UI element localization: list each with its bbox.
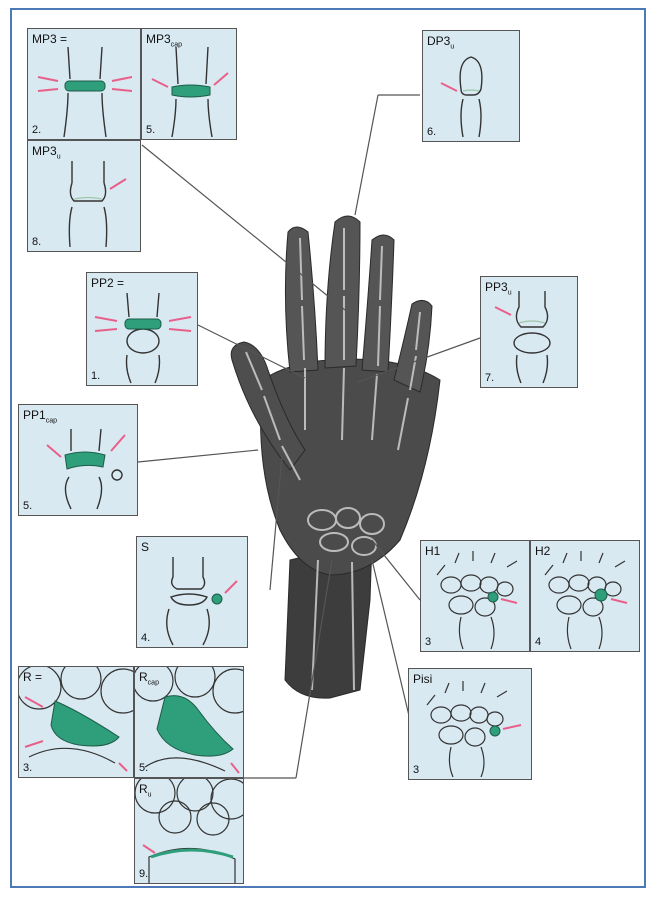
panel-mp3-cap: MP3cap 5.	[141, 28, 237, 140]
panel-number: 2.	[32, 124, 41, 136]
panel-number: 3	[425, 636, 431, 648]
panel-label: PP3u	[485, 280, 512, 296]
panel-pp1-cap: PP1cap 5.	[18, 404, 138, 516]
panel-label: S	[141, 540, 149, 556]
panel-label: Ru	[139, 782, 152, 798]
panel-label: H1	[425, 544, 440, 560]
panel-number: 5.	[146, 124, 155, 136]
panel-number: 9.	[139, 868, 148, 880]
panel-number: 5.	[139, 762, 148, 774]
panel-label: Rcap	[139, 670, 159, 686]
panel-number: 3.	[23, 762, 32, 774]
panel-pisi: Pisi 3	[408, 668, 532, 780]
panel-s: S 4.	[136, 536, 248, 648]
panel-number: 3	[413, 764, 419, 776]
panel-r-cap: Rcap 5.	[134, 666, 244, 778]
panel-label: R =	[23, 670, 42, 686]
panel-number: 8.	[32, 236, 41, 248]
panel-pp3-u: PP3u 7.	[480, 276, 578, 388]
panel-number: 4.	[141, 632, 150, 644]
panel-label: H2	[535, 544, 550, 560]
panel-number: 5.	[23, 500, 32, 512]
panel-number: 6.	[427, 126, 436, 138]
panel-label: MP3u	[32, 144, 61, 160]
panel-label: PP1cap	[23, 408, 57, 424]
panel-pp2-equal: PP2 = 1.	[86, 272, 198, 386]
panel-label: MP3 =	[32, 32, 67, 48]
panel-label: PP2 =	[91, 276, 124, 292]
panel-label: MP3cap	[146, 32, 182, 48]
panel-number: 1.	[91, 370, 100, 382]
panel-number: 7.	[485, 372, 494, 384]
panel-h1: H1 3	[420, 540, 530, 652]
panel-r-u: Ru 9.	[134, 778, 244, 884]
panel-mp3-equal: MP3 = 2.	[27, 28, 141, 140]
panel-r-equal: R = 3.	[18, 666, 134, 778]
panel-dp3-u: DP3u 6.	[422, 30, 520, 142]
s-drawing	[137, 537, 248, 648]
panel-mp3-u: MP3u 8.	[27, 140, 141, 252]
panel-label: Pisi	[413, 672, 432, 688]
panel-number: 4	[535, 636, 541, 648]
panel-h2: H2 4	[530, 540, 640, 652]
panel-label: DP3u	[427, 34, 454, 50]
